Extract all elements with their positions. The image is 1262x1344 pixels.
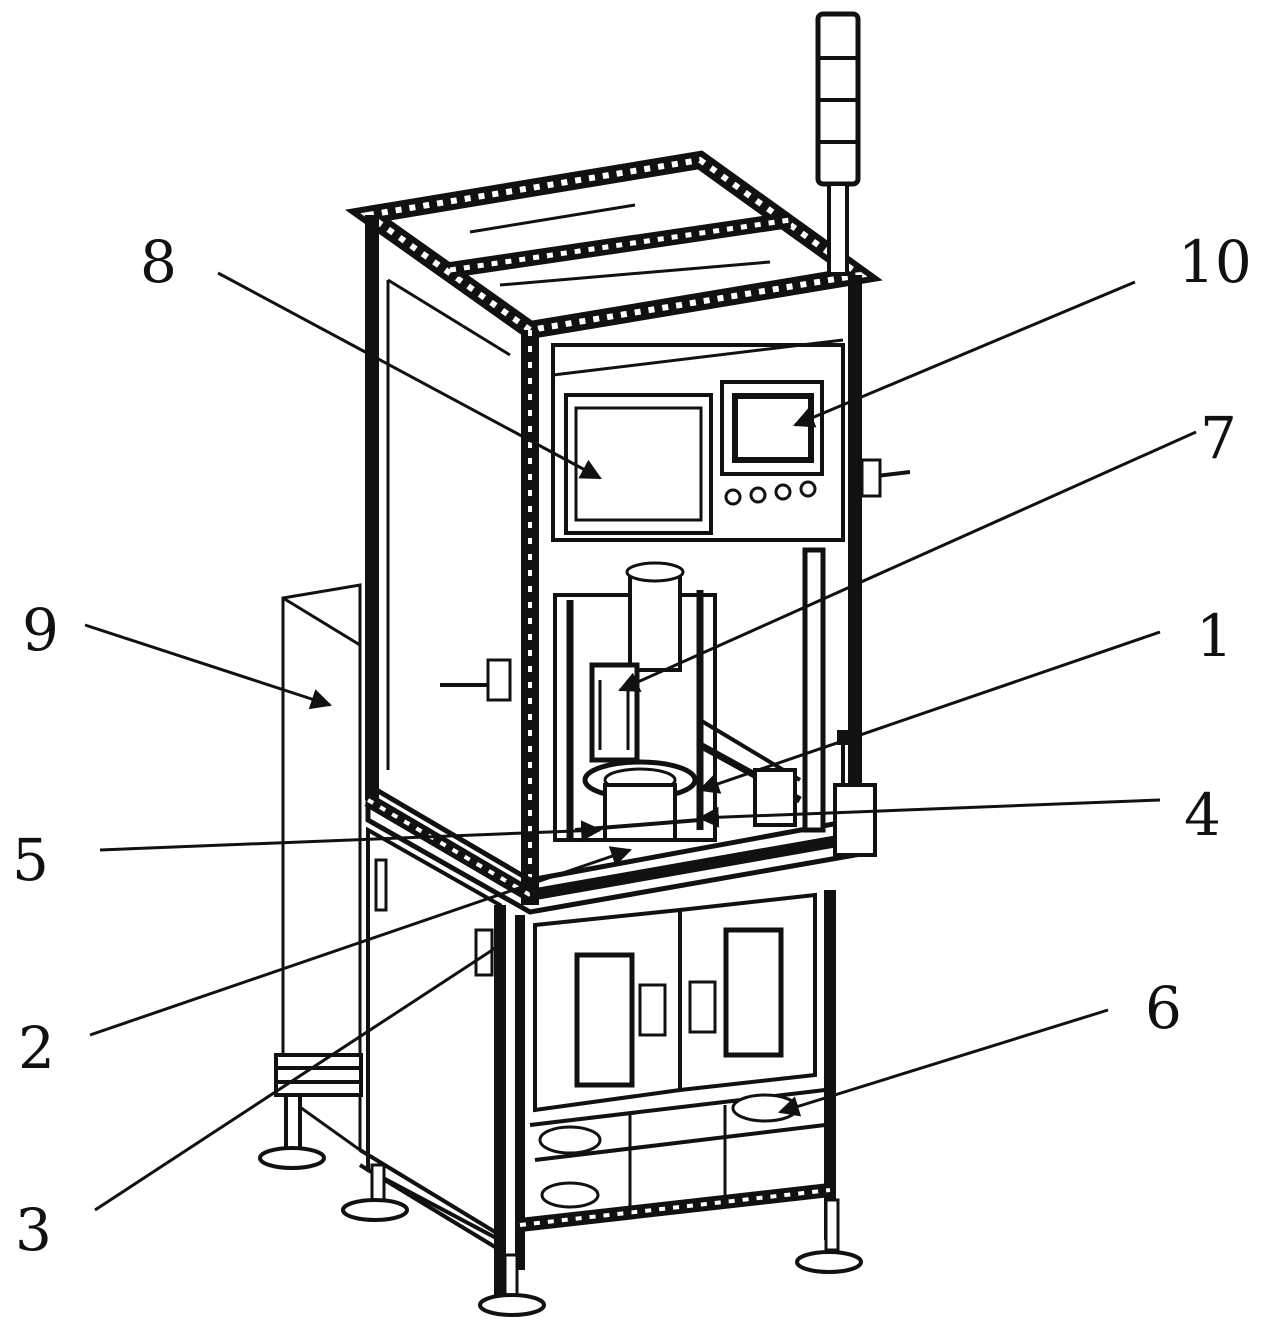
leader-4 [697, 798, 1161, 828]
callout-6: 6 [1145, 974, 1182, 1042]
callout-4: 4 [1184, 781, 1221, 849]
leader-lines [84, 271, 1197, 1212]
inner-mechanism [553, 547, 877, 857]
leader-9 [84, 623, 332, 710]
leader-1 [698, 630, 1161, 794]
side-enclosure [258, 583, 363, 1170]
callout-3: 3 [15, 1196, 52, 1264]
callout-7: 7 [1200, 404, 1237, 472]
leader-6 [777, 1008, 1109, 1117]
leader-10 [793, 280, 1136, 428]
callout-2: 2 [18, 1014, 55, 1082]
callout-5: 5 [12, 826, 49, 894]
leader-5 [99, 820, 603, 852]
leader-8 [217, 271, 602, 480]
lower-cabinet [341, 826, 863, 1317]
callout-1: 1 [1196, 602, 1233, 670]
callout-9: 9 [22, 596, 59, 664]
callout-8: 8 [140, 228, 177, 296]
leader-2 [89, 846, 632, 1037]
signal-tower [815, 11, 861, 276]
callout-10: 10 [1178, 228, 1252, 296]
leader-7 [618, 430, 1197, 692]
callout-labels: 8 10 7 9 1 4 5 6 2 3 [12, 228, 1252, 1264]
leader-3 [94, 943, 501, 1212]
